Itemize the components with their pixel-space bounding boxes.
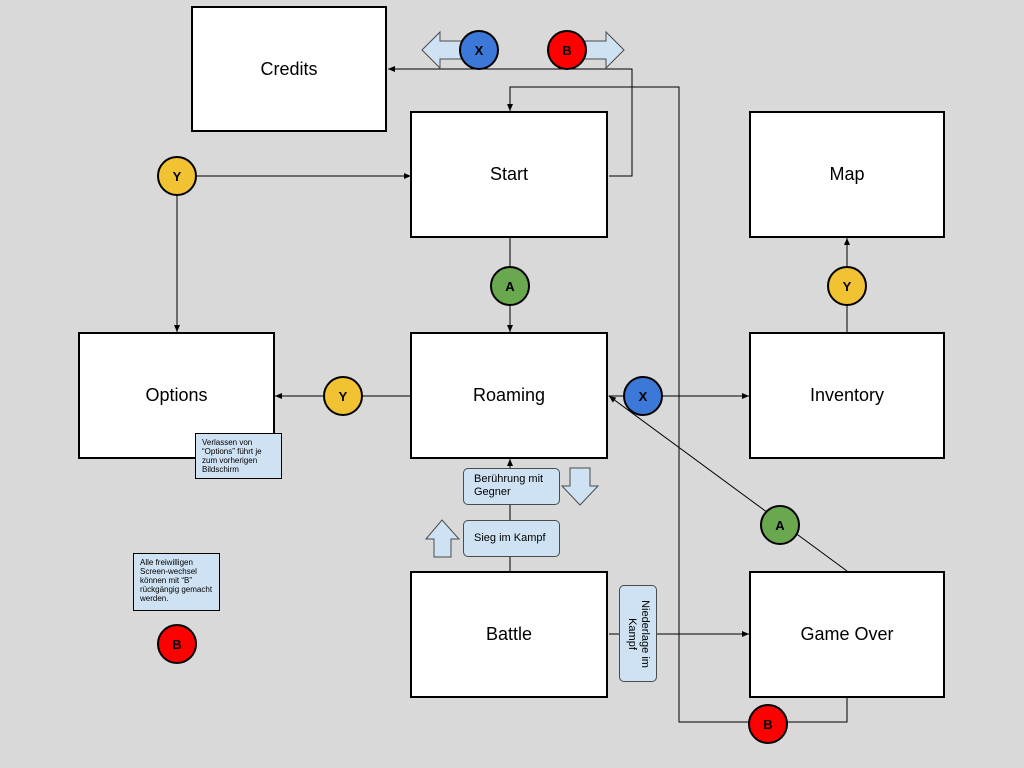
start-screen[interactable]: Start [410,111,608,238]
undo-note: Alle freiwilligen Screen-wechsel können … [133,553,220,611]
roaming-label: Roaming [472,385,546,405]
b-button-badge-legend: B [157,624,197,664]
game-over-screen[interactable]: Game Over [749,571,945,698]
options-note: Verlassen von “Options” führt je zum vor… [195,433,282,479]
x-button-badge: X [459,30,499,70]
edge-start-credits [388,66,633,177]
b-button-badge: B [547,30,587,70]
a-button-badge-start: A [490,266,530,306]
battle-screen[interactable]: Battle [410,571,608,698]
touch-enemy-label: Berührung mit Gegner [463,468,560,505]
edge-gameover-start-loop [507,86,848,723]
y-button-badge-options: Y [323,376,363,416]
arrow-down-shape [560,467,600,506]
win-battle-label: Sieg im Kampf [463,520,560,557]
credits-label: Credits [260,58,318,79]
options-label: Options [145,385,208,405]
inventory-screen[interactable]: Inventory [749,332,945,459]
inventory-label: Inventory [809,385,885,405]
battle-label: Battle [485,624,533,644]
start-label: Start [489,164,528,184]
edge-gameover-roaming [608,395,848,572]
x-button-badge-inventory: X [623,376,663,416]
y-button-badge-start: Y [157,156,197,196]
roaming-screen[interactable]: Roaming [410,332,608,459]
lose-battle-label: Niederlage im Kampf [619,585,657,682]
map-label: Map [829,164,865,184]
y-button-badge-map: Y [827,266,867,306]
b-button-badge-gameover: B [748,704,788,744]
arrow-up-shape [424,519,461,558]
credits-screen[interactable]: Credits [191,6,387,132]
map-screen[interactable]: Map [749,111,945,238]
game-over-label: Game Over [800,624,894,644]
a-button-badge-gameover: A [760,505,800,545]
